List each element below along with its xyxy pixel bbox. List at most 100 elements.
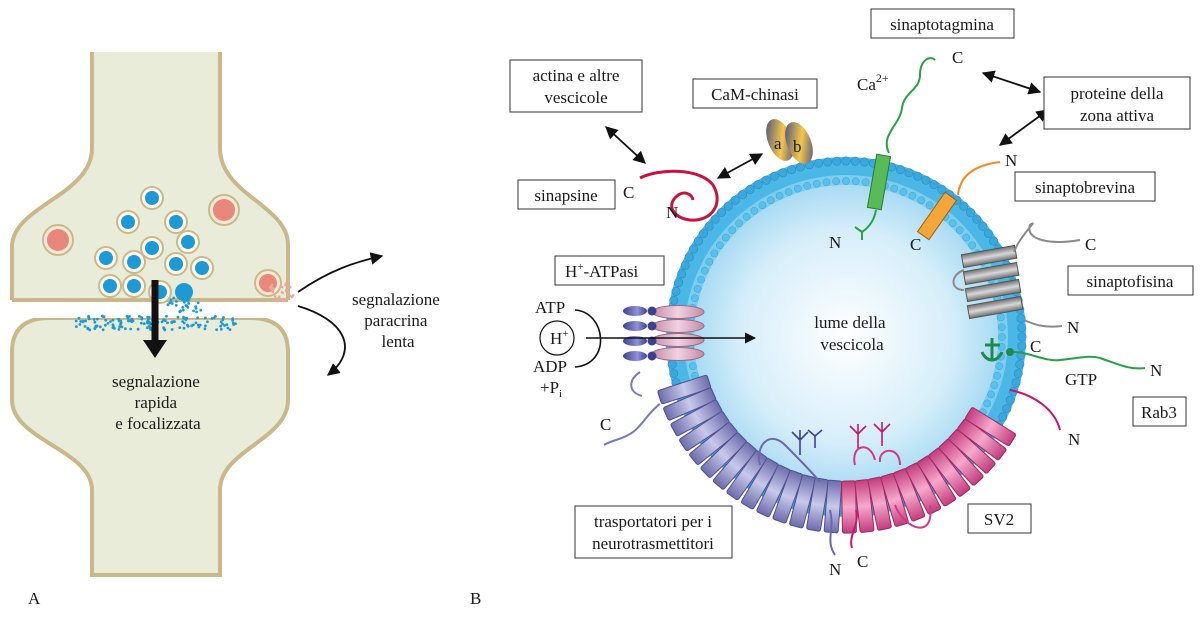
lipid-head <box>859 157 869 167</box>
transmitter-dot <box>111 323 115 327</box>
sv2-loop-2 <box>853 446 901 466</box>
lipid-head <box>699 229 709 239</box>
camk-b: b <box>793 137 802 156</box>
lipid-head <box>929 180 939 190</box>
transmitter-dot <box>88 328 92 332</box>
transmitter-dot <box>77 316 81 320</box>
small-vesicle-core <box>169 215 183 229</box>
lipid-head <box>728 226 737 235</box>
transmitter-dot <box>146 315 150 319</box>
transmitter-dot <box>93 327 97 330</box>
lipid-head <box>1017 323 1027 333</box>
svg-text:CaM-chinasi: CaM-chinasi <box>711 85 799 104</box>
svg-text:sinapsine: sinapsine <box>534 186 597 205</box>
synaptobrevin-tail <box>957 161 1001 196</box>
lipid-head <box>812 179 821 188</box>
transporter-loop-2 <box>758 437 821 483</box>
transporter-segment <box>663 387 717 421</box>
gtp-label: GTP <box>1065 370 1097 389</box>
transmitter-dot <box>203 327 207 331</box>
dense-core <box>47 229 69 251</box>
proton-circle <box>539 320 575 356</box>
transporter-segment <box>789 474 817 529</box>
docked-vesicle <box>175 283 193 301</box>
transmitter-dot <box>74 319 78 323</box>
glycosylation-sv2 <box>849 422 891 448</box>
lipid-head <box>697 275 705 284</box>
peptide-dot <box>291 294 295 297</box>
transmitter-dot <box>226 326 230 330</box>
lipid-head <box>998 333 1006 341</box>
transmitter-dot <box>146 319 149 323</box>
transmitter-dot <box>196 301 200 305</box>
vesicle-lumen <box>694 185 998 489</box>
transmitter-dot <box>130 317 134 321</box>
svg-text:SV2: SV2 <box>984 510 1014 529</box>
small-vesicle-core <box>145 241 159 255</box>
transmitter-dot <box>117 328 121 331</box>
transmitter-dot <box>182 326 186 330</box>
lipid-head <box>803 182 812 190</box>
lipid-head <box>890 184 899 193</box>
transmitter-dot <box>136 327 140 331</box>
transmitter-dot <box>101 328 105 332</box>
transmitter-dot <box>181 306 185 309</box>
transmitter-dot <box>232 323 236 326</box>
lipid-head <box>742 212 751 221</box>
peptide-dot <box>279 285 283 288</box>
sv2-c: C <box>857 552 868 571</box>
lipid-head <box>721 233 730 242</box>
lipid-head <box>1017 341 1027 351</box>
lipid-head <box>1005 395 1015 405</box>
transmitter-dot <box>178 310 182 314</box>
atp-hydrolysis-arc <box>574 309 602 368</box>
transmitter-dot <box>170 328 174 331</box>
transmitter-dot <box>182 316 186 320</box>
transmitter-dot <box>175 300 178 303</box>
small-vesicle-core <box>181 235 195 249</box>
pi-label: +Pi <box>540 378 562 400</box>
transmitter-dot <box>223 324 227 327</box>
synaptotagmin-activezone-arrow <box>981 70 1042 95</box>
lipid-head <box>1017 332 1027 342</box>
transmitter-dot <box>176 315 180 319</box>
transmitter-dot <box>187 298 191 301</box>
transmitter-dot <box>111 318 115 322</box>
transmitter-dot <box>206 320 209 324</box>
lipid-head <box>730 195 740 205</box>
synaptotagmin-n: N <box>829 233 841 252</box>
sv2-segment <box>905 462 942 515</box>
lipid-head <box>998 412 1008 422</box>
synaptobrevin-n: N <box>1005 151 1017 170</box>
transmitter-dot <box>194 305 198 308</box>
transmitter-dot <box>138 315 141 318</box>
lipid-head <box>787 165 797 175</box>
transporter-segment <box>689 422 738 465</box>
transmitter-dot <box>186 305 190 309</box>
transmitter-dot <box>182 296 186 300</box>
dense-core <box>213 199 235 221</box>
transmitter-dot <box>104 318 108 322</box>
lipid-head <box>784 188 793 196</box>
transmitter-dot <box>103 323 107 327</box>
lipid-head <box>987 390 995 399</box>
transporter-segment <box>726 450 768 501</box>
transmitter-dot <box>219 327 223 331</box>
transmitter-dot <box>160 320 164 324</box>
transmitter-dot <box>186 324 190 328</box>
lipid-head <box>997 323 1006 332</box>
box-synapsins: sinapsine <box>517 179 616 210</box>
transmitter-dot <box>194 321 198 325</box>
lipid-head <box>1016 314 1026 324</box>
lipid-head <box>851 177 860 186</box>
lipid-head <box>962 233 971 242</box>
transmitter-dot <box>169 298 173 302</box>
rab3-c: C <box>1030 337 1041 356</box>
synapsin-protein <box>639 169 719 222</box>
transporter-segment <box>741 457 779 510</box>
lipid-head <box>937 184 947 194</box>
lipid-head <box>793 184 802 193</box>
